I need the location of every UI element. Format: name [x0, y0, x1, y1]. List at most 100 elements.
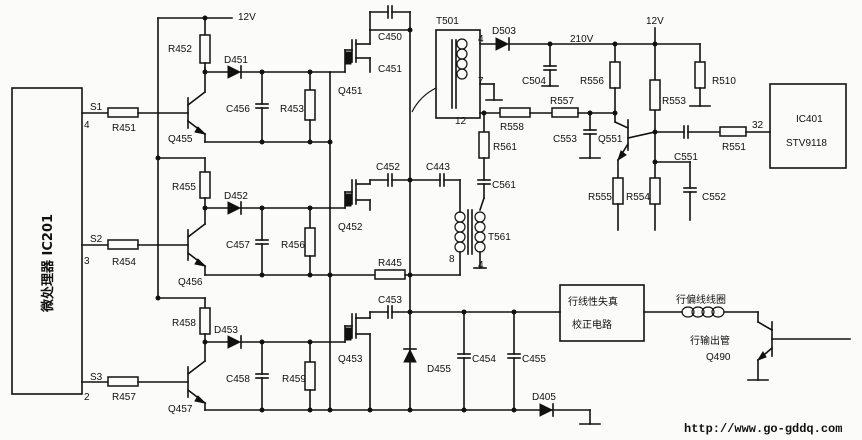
resistor-r554 — [649, 177, 661, 205]
resistor-r459-label: R459 — [282, 374, 306, 385]
microprocessor-label: 微处理器 IC201 — [40, 214, 56, 313]
diode-d503-label: D503 — [492, 26, 516, 37]
transformer-t501-pin4: 4 — [478, 34, 484, 45]
transistor-q490-label: Q490 — [706, 352, 731, 363]
resistor-r551-label: R551 — [722, 142, 746, 153]
capacitor-c552 — [683, 161, 697, 221]
resistor-r557-label: R557 — [550, 96, 574, 107]
capacitor-c504 — [541, 43, 559, 87]
resistor-r558-label: R558 — [500, 122, 524, 133]
resistor-r551 — [719, 126, 747, 137]
diode-d452-label: D452 — [224, 191, 248, 202]
supply-12v-right: 12V — [646, 16, 664, 27]
supply-12v-left: 12V — [238, 12, 256, 23]
resistor-r445 — [374, 269, 406, 280]
mosfet-q453 — [344, 313, 371, 411]
transformer-t501-pin12: 12 — [455, 116, 467, 127]
signal-s3-pin: 2 — [84, 392, 90, 403]
resistor-r451-label: R451 — [112, 123, 136, 134]
ic401-label: IC401 — [796, 114, 823, 125]
capacitor-c458-label: C458 — [226, 374, 250, 385]
capacitor-c452-label: C452 — [376, 162, 400, 173]
resistor-r445-label: R445 — [378, 258, 402, 269]
diode-d405 — [539, 403, 554, 417]
capacitor-c458 — [255, 341, 269, 411]
capacitor-c453-label: C453 — [378, 295, 402, 306]
resistor-r556 — [609, 61, 621, 89]
resistor-r453 — [304, 89, 316, 121]
capacitor-c443-label: C443 — [426, 162, 450, 173]
resistor-r557 — [551, 107, 579, 118]
resistor-r453-label: R453 — [280, 104, 304, 115]
transformer-t561 — [454, 209, 486, 255]
capacitor-c454 — [457, 311, 471, 411]
transistor-q455 — [186, 90, 207, 136]
resistor-r457 — [107, 376, 139, 387]
capacitor-c552-label: C552 — [702, 192, 726, 203]
transformer-t501 — [451, 38, 468, 109]
resistor-r458 — [199, 307, 211, 335]
diode-d451-label: D451 — [224, 55, 248, 66]
diode-d453-label: D453 — [214, 325, 238, 336]
transformer-t561-label: T561 — [488, 232, 511, 243]
ic401-part: STV9118 — [786, 138, 827, 149]
resistor-r553-label: R553 — [662, 96, 686, 107]
diode-d503 — [495, 37, 510, 51]
transistor-q457-label: Q457 — [168, 404, 193, 415]
capacitor-c455-label: C455 — [522, 354, 546, 365]
signal-s2-pin: 3 — [84, 256, 90, 267]
transistor-q551-label: Q551 — [598, 134, 623, 145]
transistor-q456 — [186, 222, 207, 268]
capacitor-c454-label: C454 — [472, 354, 496, 365]
microprocessor-ic201-block — [11, 87, 83, 395]
capacitor-c456-label: C456 — [226, 104, 250, 115]
linearity-correction-block — [559, 284, 645, 342]
signal-s1-pin: 4 — [84, 120, 90, 131]
resistor-r555-label: R555 — [588, 192, 612, 203]
transformer-t501-frame — [435, 29, 481, 119]
ic401-pin32: 32 — [752, 120, 764, 131]
resistor-r451 — [107, 107, 139, 118]
transistor-q490 — [756, 320, 851, 362]
resistor-r458-label: R458 — [172, 318, 196, 329]
resistor-r555 — [612, 177, 624, 205]
resistor-r558 — [499, 107, 531, 118]
mosfet-q452 — [344, 179, 371, 211]
diode-d405-label: D405 — [532, 392, 556, 403]
linearity-coil — [681, 306, 725, 318]
diode-d452 — [227, 201, 242, 215]
capacitor-c457-label: C457 — [226, 240, 250, 251]
mosfet-q453-label: Q453 — [338, 354, 363, 365]
ic401-block — [769, 83, 847, 169]
capacitor-c456 — [255, 71, 269, 143]
resistor-r457-label: R457 — [112, 392, 136, 403]
capacitor-c551-label: C551 — [674, 152, 698, 163]
resistor-r455-label: R455 — [172, 182, 196, 193]
resistor-r554-label: R554 — [626, 192, 650, 203]
mosfet-q451-label: Q451 — [338, 86, 363, 97]
transformer-t561-pin4: 4 — [478, 260, 484, 271]
diode-d451 — [227, 65, 242, 79]
resistor-r561 — [478, 131, 490, 159]
correction-label-line2: 校正电路 — [572, 318, 612, 331]
watermark-url: http://www.go-gddq.com — [684, 422, 842, 436]
resistor-r456 — [304, 227, 316, 257]
mosfet-q451 — [344, 29, 371, 73]
resistor-r454 — [107, 239, 139, 250]
capacitor-c504-label: C504 — [522, 76, 546, 87]
resistor-r454-label: R454 — [112, 257, 136, 268]
capacitor-c561 — [477, 179, 491, 212]
signal-s3-label: S3 — [90, 372, 103, 383]
capacitor-c455 — [507, 311, 521, 411]
capacitor-c450 — [369, 5, 411, 19]
capacitor-c553-label: C553 — [553, 134, 577, 145]
diode-d455 — [403, 348, 417, 363]
correction-label-line1: 行线性失真 — [568, 295, 618, 308]
resistor-r510-label: R510 — [712, 76, 736, 87]
mosfet-q452-label: Q452 — [338, 222, 363, 233]
signal-s2-label: S2 — [90, 234, 103, 245]
resistor-r459 — [304, 361, 316, 391]
resistor-r556-label: R556 — [580, 76, 604, 87]
resistor-r561-label: R561 — [493, 142, 517, 153]
